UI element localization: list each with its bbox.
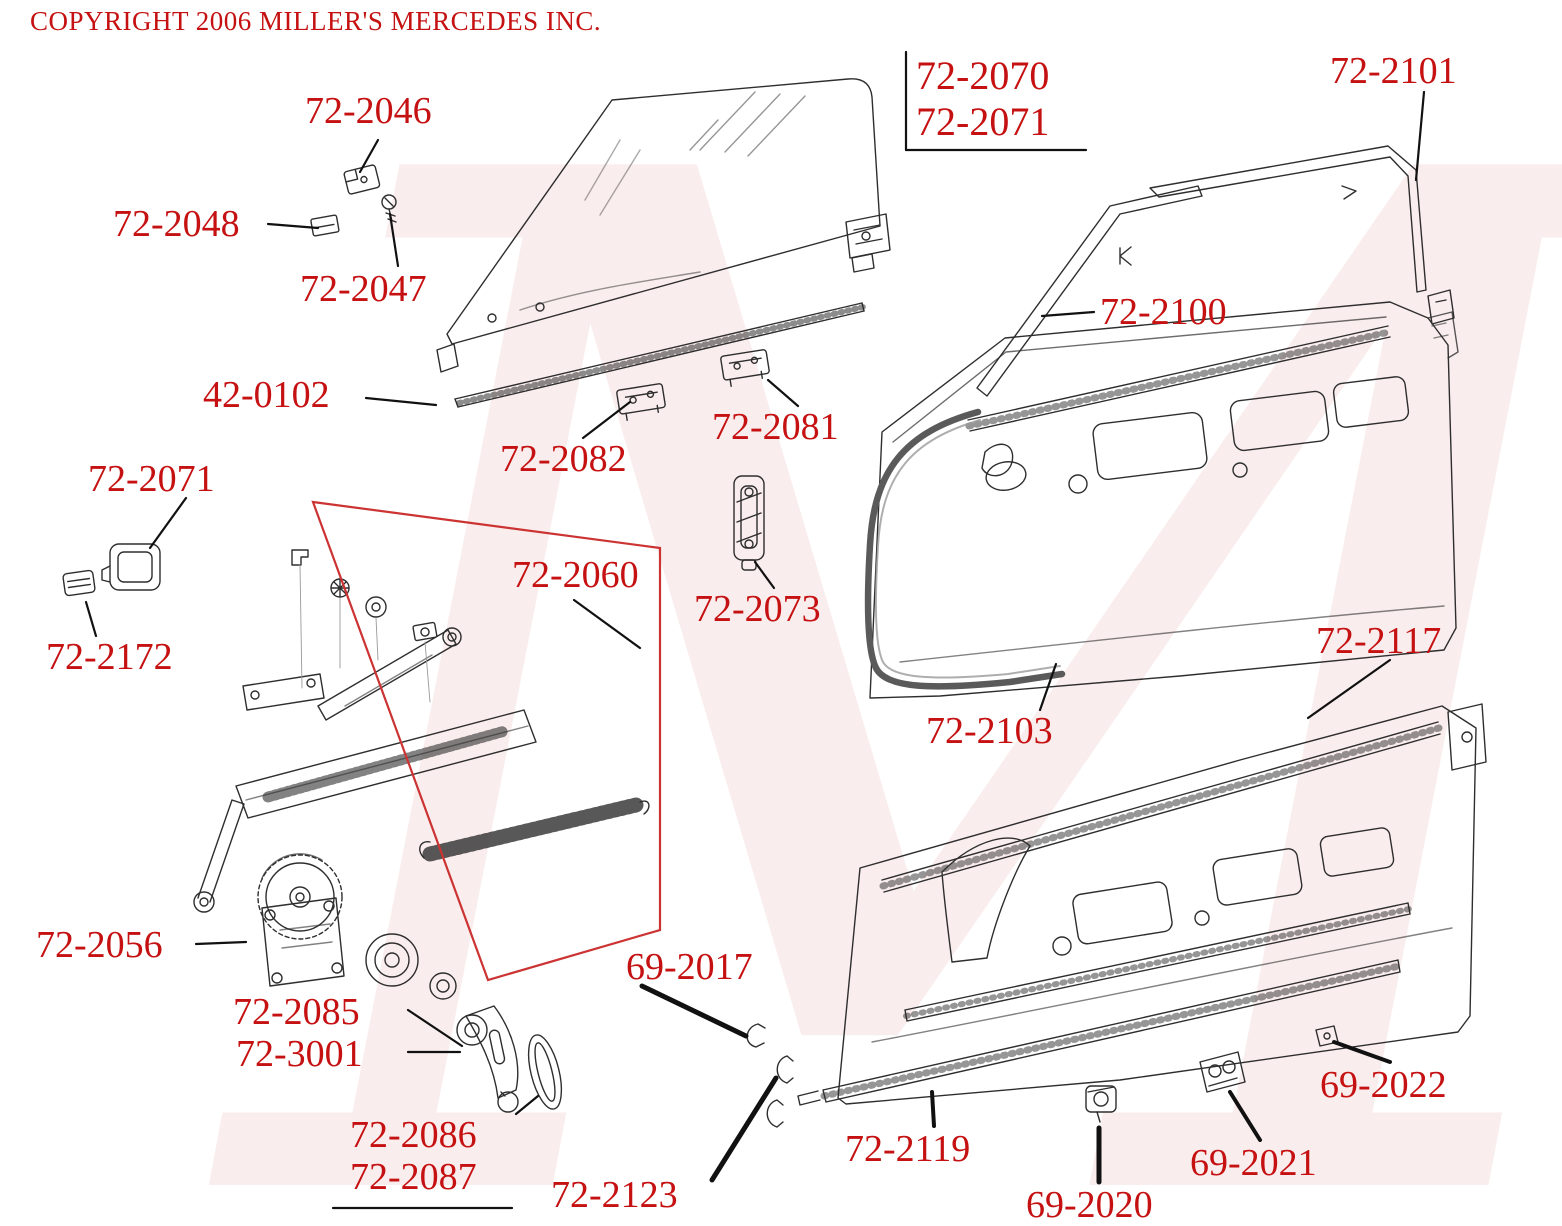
leader-line [1414,90,1426,182]
leader-line [753,560,776,590]
part-label-72-2123: 72-2123 [551,1174,678,1216]
leader-line [148,496,188,550]
leader-line [266,222,320,230]
part-label-72-2071-top: 72-2071 [916,99,1050,144]
part-label-72-2048: 72-2048 [113,203,240,245]
leader-line [709,1075,779,1183]
part-label-72-2082: 72-2082 [500,438,627,480]
leader-line [1040,310,1096,318]
part-label-72-2103: 72-2103 [926,710,1053,752]
part-label-69-2017: 69-2017 [626,946,753,988]
part-label-72-2117: 72-2117 [1316,620,1442,662]
leader-line [1228,1090,1262,1142]
leader-line [364,396,438,407]
part-label-72-2172: 72-2172 [46,636,173,678]
part-label-69-2022: 69-2022 [1320,1064,1447,1106]
leader-line [358,138,380,174]
lower-door-shell [797,703,1487,1106]
part-label-72-2046: 72-2046 [305,90,432,132]
leader-line [1332,1040,1392,1064]
leader-line [406,1008,464,1048]
part-label-72-2100: 72-2100 [1100,291,1227,333]
upper-door-shell [869,301,1459,699]
part-label-69-2020: 69-2020 [1026,1184,1153,1226]
watermark-letter: M [208,0,1562,1226]
part-label-72-2070: 72-2070 [916,53,1050,98]
part-label-72-2056: 72-2056 [36,924,163,966]
leader-line [639,983,749,1039]
part-label-69-2021: 69-2021 [1190,1142,1317,1184]
part-label-72-2060: 72-2060 [512,554,639,596]
glass-guide [733,475,765,571]
part-label-72-2073: 72-2073 [694,588,821,630]
leader-line [194,940,248,946]
part-label-72-2119: 72-2119 [845,1128,971,1170]
stop-buffer-parts [62,543,161,597]
molding-clips [746,1023,1339,1128]
window-frame-seals [976,145,1455,397]
part-label-72-2101: 72-2101 [1330,50,1457,92]
leader-line [84,600,98,638]
leader-line [388,212,400,268]
part-label-72-2087: 72-2087 [350,1156,477,1198]
channel-brackets [616,349,770,421]
part-label-72-2086: 72-2086 [350,1114,477,1156]
part-label-72-3001: 72-3001 [236,1033,363,1075]
part-label-72-2047: 72-2047 [300,268,427,310]
part-label-72-2071-left: 72-2071 [88,458,215,500]
glass-channel-strip [436,302,866,408]
door-seal [864,408,1066,690]
part-label-72-2085: 72-2085 [233,991,360,1033]
door-glass [446,78,891,345]
leader-line [581,400,632,440]
leader-line [930,1090,936,1128]
leader-line [514,1094,540,1116]
copyright-text: COPYRIGHT 2006 MILLER'S MERCEDES INC. [30,6,602,36]
window-regulator [193,549,650,1000]
part-label-42-0102: 42-0102 [203,374,330,416]
crank-handle [456,1005,563,1113]
leader-line [1306,658,1392,720]
regulator-callout-box [311,500,662,982]
leader-line [572,598,642,650]
leader-line [1038,662,1058,712]
leader-line [766,378,800,408]
part-label-72-2081: 72-2081 [712,406,839,448]
